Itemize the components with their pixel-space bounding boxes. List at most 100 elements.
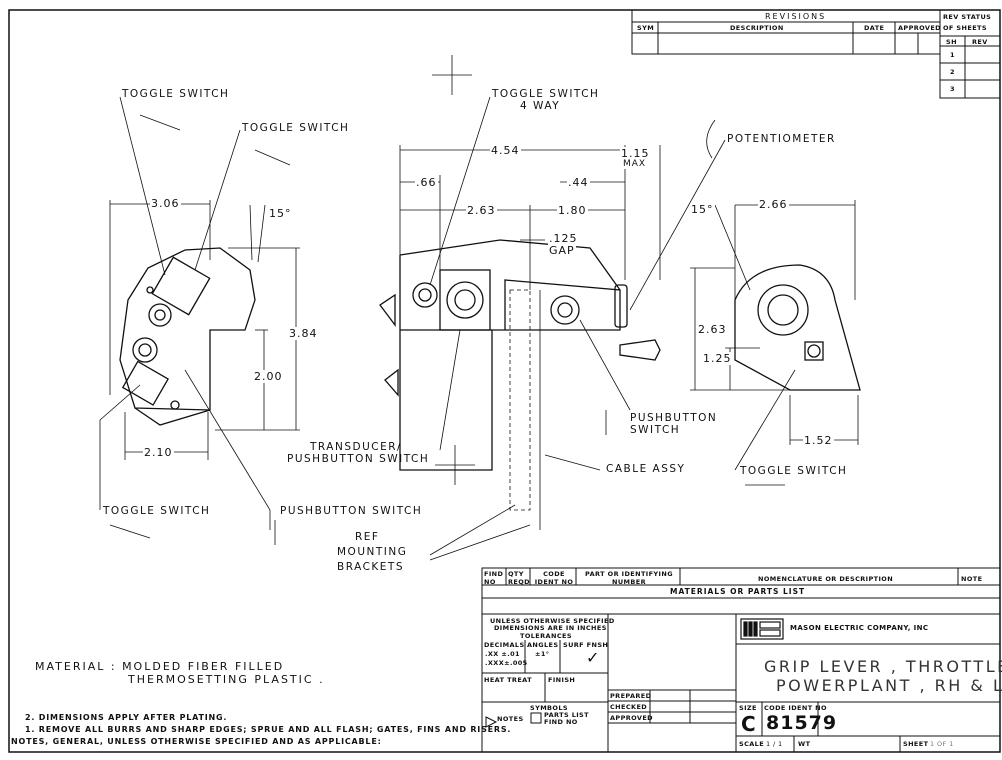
dim-2-00: 2.00 <box>253 370 284 383</box>
dim-15deg: 15° <box>268 207 293 220</box>
callout-toggle-switch: TOGGLE SWITCH <box>740 465 848 477</box>
dim-1-15: 1.15 <box>620 147 651 160</box>
code-ident-label: CODE IDENT NO <box>764 704 827 712</box>
col-nomenclature: NOMENCLATURE OR DESCRIPTION <box>758 575 894 583</box>
callout-pushbutton-switch: PUSHBUTTON SWITCH <box>280 505 423 517</box>
dim-2-63-right: 2.63 <box>697 323 728 336</box>
drawing-title-line-2: POWERPLANT , RH & LH <box>776 676 1002 695</box>
symbols-label: SYMBOLS <box>530 704 568 712</box>
finish-label: FINISH <box>548 676 576 684</box>
symbol-parts-list: PARTS LIST <box>544 711 589 719</box>
tol-line-2: DIMENSIONS ARE IN INCHES <box>494 624 607 632</box>
col-code-ident: CODE IDENT NO <box>534 570 574 586</box>
dim-gap: GAP <box>548 244 576 257</box>
dim-2-66: 2.66 <box>758 198 789 211</box>
tol-surf: SURF FNSH <box>563 641 609 649</box>
symbol-find-no: FIND NO <box>544 718 578 726</box>
sheet-label: SHEET <box>903 740 929 748</box>
rev-status-title-2: OF SHEETS <box>943 24 987 32</box>
callout-ref: REF <box>355 531 380 543</box>
rev-col-approved: APPROVED <box>898 24 941 32</box>
callout-toggle-switch-4way: TOGGLE SWITCH <box>492 88 600 100</box>
callout-transducer: PUSHBUTTON SWITCH <box>287 453 430 465</box>
dim-15deg-right: 15° <box>690 203 715 216</box>
col-part-number: PART OR IDENTIFYING NUMBER <box>585 570 673 586</box>
callout-toggle-switch: TOGGLE SWITCH <box>122 88 230 100</box>
callout-brackets: BRACKETS <box>337 561 405 573</box>
material-line-1: MATERIAL : MOLDED FIBER FILLED <box>35 660 285 673</box>
notes-header: NOTES, GENERAL, UNLESS OTHERWISE SPECIFI… <box>11 737 382 746</box>
tol-decimals: DECIMALS <box>484 641 525 649</box>
rev-col-date: DATE <box>864 24 885 32</box>
dim-max: MAX <box>622 159 648 169</box>
col-find-no: FIND NO <box>484 570 504 586</box>
callout-pushbutton-switch: SWITCH <box>630 424 681 436</box>
rev-col-sym: SYM <box>637 24 655 32</box>
parts-list-box-icon <box>530 712 542 724</box>
tol-xxx: .XXX±.005 <box>485 659 528 667</box>
dim-2-63: 2.63 <box>466 204 497 217</box>
size-value: C <box>741 712 756 736</box>
approved-label: APPROVED <box>610 714 653 722</box>
surface-finish-check-icon: ✓ <box>586 648 600 667</box>
title-block-grid <box>481 567 1001 753</box>
rev-sheet-1: 1 <box>950 51 955 59</box>
material-line-2: THERMOSETTING PLASTIC . <box>128 673 325 686</box>
dim-66: .66 <box>415 176 438 189</box>
rev-col-description: DESCRIPTION <box>730 24 784 32</box>
checked-label: CHECKED <box>610 703 648 711</box>
tol-angle-value: ±1° <box>535 650 550 658</box>
rev-status-col-rev: REV <box>972 38 988 46</box>
dim-1-80: 1.80 <box>557 204 588 217</box>
rev-status-title: REV STATUS <box>943 13 992 21</box>
dim-4-54: 4.54 <box>490 144 521 157</box>
dim-44: .44 <box>567 176 590 189</box>
dim-1-52: 1.52 <box>803 434 834 447</box>
drawing-title-line-1: GRIP LEVER , THROTTLE , <box>764 657 1002 676</box>
revisions-grid <box>631 9 1001 99</box>
tol-line-1: UNLESS OTHERWISE SPECIFIED <box>490 617 615 625</box>
dim-2-10: 2.10 <box>143 446 174 459</box>
callout-mounting: MOUNTING <box>337 546 408 558</box>
parts-list-title: MATERIALS OR PARTS LIST <box>670 587 806 596</box>
revisions-title: REVISIONS <box>765 12 827 21</box>
tol-xx: .XX ±.01 <box>485 650 520 658</box>
callout-pushbutton-switch: PUSHBUTTON <box>630 412 718 424</box>
code-ident-value: 81579 <box>766 712 838 734</box>
center-view <box>379 55 726 561</box>
tol-angles: ANGLES <box>527 641 559 649</box>
symbol-notes: NOTES <box>497 715 524 723</box>
wt-label: WT <box>798 740 811 748</box>
mason-logo <box>740 618 784 640</box>
size-label: SIZE <box>739 704 757 712</box>
dim-125-gap: .125 <box>548 232 579 245</box>
dim-1-25: 1.25 <box>702 352 733 365</box>
note-2: 2. DIMENSIONS APPLY AFTER PLATING. <box>25 713 228 722</box>
dim-3-06: 3.06 <box>150 197 181 210</box>
col-qty-reqd: QTY REQD <box>508 570 530 586</box>
col-note: NOTE <box>961 575 983 583</box>
notes-triangle-icon <box>485 716 498 728</box>
callout-toggle-switch-4way: 4 WAY <box>520 100 561 112</box>
note-1: 1. REMOVE ALL BURRS AND SHARP EDGES; SPR… <box>25 725 512 734</box>
sheet-value: 1 OF 1 <box>930 740 954 748</box>
rev-sheet-2: 2 <box>950 68 955 76</box>
callout-transducer: TRANSDUCER/ <box>310 441 403 453</box>
heat-treat-label: HEAT TREAT <box>484 676 532 684</box>
scale-label: SCALE <box>739 740 765 748</box>
rev-status-col-sh: SH <box>946 38 957 46</box>
left-view <box>99 96 300 545</box>
rev-sheet-3: 3 <box>950 85 955 93</box>
callout-cable-assy: CABLE ASSY <box>606 463 686 475</box>
tol-line-3: TOLERANCES <box>520 632 572 640</box>
callout-toggle-switch: TOGGLE SWITCH <box>103 505 211 517</box>
prepared-label: PREPARED <box>610 692 652 700</box>
right-view <box>690 200 861 486</box>
callout-potentiometer: POTENTIOMETER <box>727 133 836 145</box>
dim-3-84: 3.84 <box>288 327 319 340</box>
callout-toggle-switch: TOGGLE SWITCH <box>242 122 350 134</box>
company-name: MASON ELECTRIC COMPANY, INC <box>790 624 929 632</box>
scale-value: 1 / 1 <box>766 740 783 748</box>
